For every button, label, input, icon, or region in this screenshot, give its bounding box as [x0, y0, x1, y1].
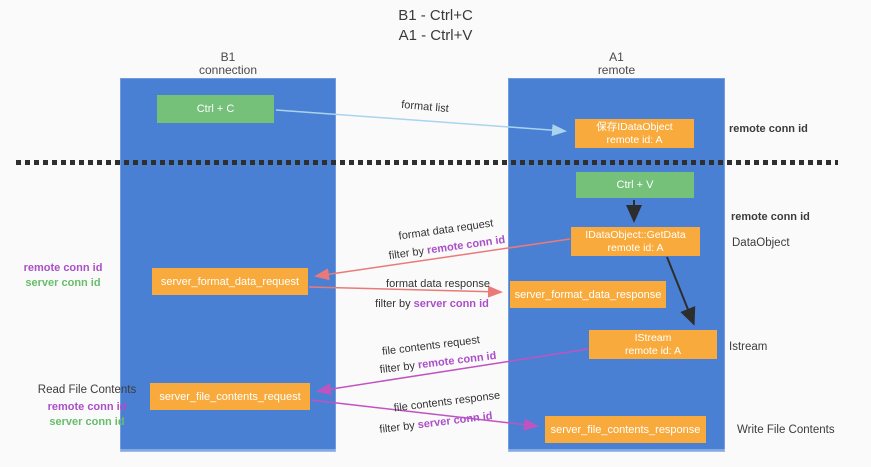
- edge-label-format-data-response: format data response: [386, 278, 490, 290]
- istream-line1: IStream: [634, 331, 672, 344]
- server-conn-id-text: server conn id: [417, 410, 494, 432]
- annotation-remote-conn-id-mid: remote conn id: [731, 211, 810, 223]
- server-file-contents-request-label: server_file_contents_request: [159, 390, 301, 403]
- filter-by-text: filter by: [388, 245, 425, 263]
- lane-header-a1: A1 remote: [508, 51, 725, 77]
- node-ctrl-c: Ctrl + C: [157, 95, 274, 123]
- annotation-read-file-contents-block: Read File Contents remote conn id server…: [28, 383, 146, 430]
- server-file-contents-response-label: server_file_contents_response: [550, 423, 701, 436]
- annotation-istream: Istream: [729, 341, 768, 353]
- remote-conn-id-text: remote conn id: [417, 349, 497, 372]
- save-idataobject-line1: 保存IDataObject: [596, 120, 673, 133]
- server-conn-id-text: server conn id: [413, 298, 489, 310]
- node-ctrl-v: Ctrl + V: [576, 172, 694, 198]
- remote-conn-id-text: remote conn id: [426, 233, 506, 257]
- annotation-remote-conn-id-top: remote conn id: [729, 123, 808, 135]
- annotation-dataobject: DataObject: [732, 237, 790, 249]
- istream-line2: remote id: A: [624, 344, 682, 357]
- lane-a1-title: A1: [609, 50, 624, 64]
- node-idataobject-getdata: IDataObject::GetData remote id: A: [571, 227, 700, 256]
- server-format-data-response-label: server_format_data_response: [514, 288, 662, 301]
- edge-label-filter-server-1: filter by server conn id: [375, 298, 489, 310]
- node-server-format-data-request: server_format_data_request: [152, 268, 308, 295]
- getdata-line1: IDataObject::GetData: [585, 228, 686, 241]
- diagram-title: B1 - Ctrl+C A1 - Ctrl+V: [0, 6, 871, 46]
- node-server-file-contents-request: server_file_contents_request: [150, 383, 310, 410]
- filter-by-text: filter by: [375, 298, 411, 310]
- node-server-format-data-response: server_format_data_response: [510, 281, 666, 308]
- annotation-left-conn-ids: remote conn id server conn id: [13, 261, 113, 291]
- title-line-2: A1 - Ctrl+V: [398, 27, 473, 44]
- annotation-left-remote-conn-id: remote conn id: [23, 262, 103, 274]
- lane-header-b1: B1 connection: [120, 51, 336, 77]
- node-server-file-contents-response: server_file_contents_response: [545, 416, 706, 443]
- title-line-1: B1 - Ctrl+C: [398, 7, 473, 24]
- lane-a1-subtitle: remote: [597, 63, 636, 77]
- annotation-read-remote-conn-id: remote conn id: [47, 401, 127, 413]
- getdata-line2: remote id: A: [607, 241, 664, 254]
- ctrl-c-label: Ctrl + C: [196, 103, 235, 115]
- filter-by-text: filter by: [378, 419, 416, 436]
- node-save-idataobject: 保存IDataObject remote id: A: [575, 119, 694, 148]
- phase-divider-dashed-line: [16, 160, 838, 165]
- lane-b1-title: B1: [220, 50, 236, 64]
- annotation-read-server-conn-id: server conn id: [49, 416, 125, 428]
- filter-by-text: filter by: [379, 359, 416, 377]
- ctrl-v-label: Ctrl + V: [616, 179, 654, 191]
- save-idataobject-line2: remote id: A: [606, 133, 663, 146]
- annotation-write-file-contents: Write File Contents: [737, 424, 835, 436]
- edge-label-format-list: format list: [400, 98, 450, 116]
- server-format-data-request-label: server_format_data_request: [160, 275, 300, 288]
- annotation-left-server-conn-id: server conn id: [25, 277, 101, 289]
- annotation-read-file-contents: Read File Contents: [37, 384, 137, 396]
- lane-b1-subtitle: connection: [198, 63, 258, 77]
- node-istream: IStream remote id: A: [589, 330, 717, 359]
